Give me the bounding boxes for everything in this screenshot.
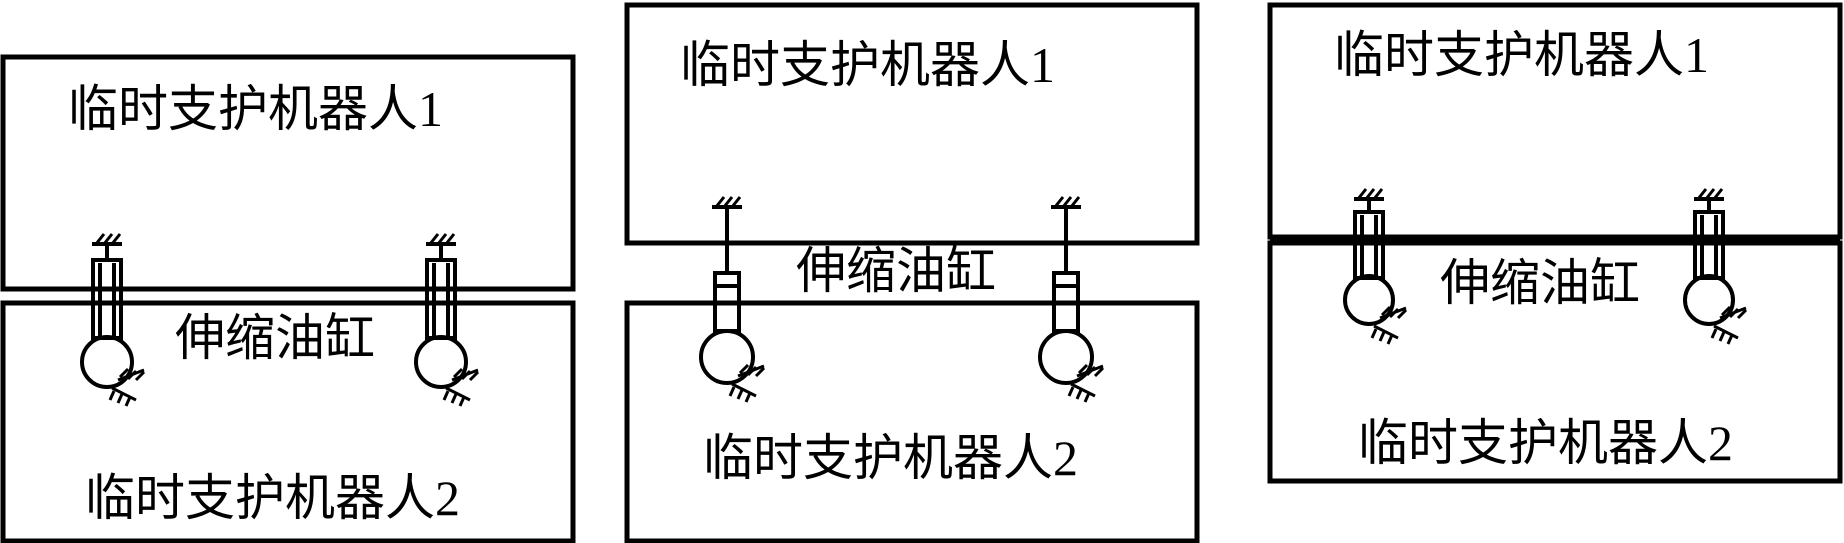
- robot-1-label: 临时支护机器人1: [680, 37, 1055, 93]
- cylinder-label: 伸缩油缸: [175, 310, 375, 366]
- hydraulic-cylinder-left: [1343, 188, 1408, 345]
- hydraulic-cylinder-right: [1683, 188, 1748, 345]
- hydraulic-cylinder-left: [699, 196, 766, 403]
- robot-1-box: [624, 2, 1200, 246]
- hydraulic-cylinder-right: [414, 233, 480, 407]
- panel-1: 临时支护机器人1 伸缩油缸 临时支护机器人2: [0, 54, 576, 543]
- cylinder-label: 伸缩油缸: [796, 243, 996, 299]
- robot-1-box: [0, 54, 576, 292]
- hydraulic-cylinder-right: [1038, 196, 1105, 403]
- robot-1-label: 临时支护机器人1: [68, 81, 443, 137]
- robot-2-box: [0, 300, 576, 543]
- robot-2-label: 临时支护机器人2: [703, 430, 1078, 486]
- robot-2-box: [624, 300, 1200, 543]
- robot-2-label: 临时支护机器人2: [85, 470, 460, 526]
- panel-3: 临时支护机器人1 伸缩油缸 临时支护机器人2: [1267, 2, 1843, 484]
- robot-2-label: 临时支护机器人2: [1358, 415, 1733, 471]
- robot-1-label: 临时支护机器人1: [1334, 27, 1709, 83]
- hydraulic-cylinder-left: [80, 233, 146, 407]
- cylinder-label: 伸缩油缸: [1440, 255, 1640, 311]
- panel-2: 临时支护机器人1 伸缩油缸 临时支护机器人2: [624, 2, 1200, 543]
